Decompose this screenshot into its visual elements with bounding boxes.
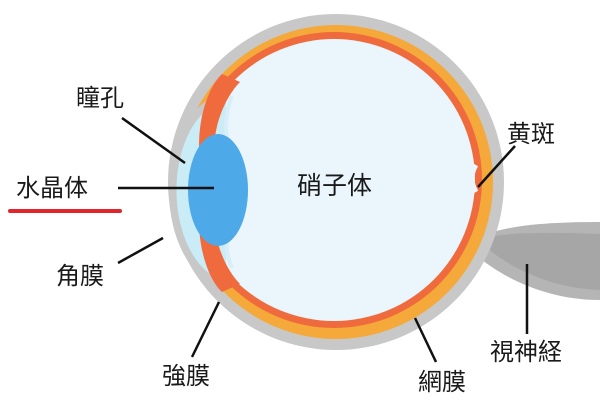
optic-nerve-highlight bbox=[478, 232, 600, 290]
cornea-label: 角膜 bbox=[56, 262, 104, 290]
pupil-leader-line bbox=[121, 116, 186, 165]
sclera-label: 強膜 bbox=[162, 362, 210, 390]
lens-shape bbox=[188, 134, 248, 246]
lens-label: 水晶体 bbox=[16, 174, 88, 202]
macula-notch bbox=[469, 163, 479, 194]
vitreous-shape bbox=[193, 39, 475, 321]
cornea-leader-line bbox=[117, 236, 164, 265]
optic-nerve-label: 視神経 bbox=[490, 338, 562, 366]
pupil-label: 瞳孔 bbox=[76, 84, 124, 112]
retina-leader-line bbox=[413, 317, 438, 363]
retina-label: 網膜 bbox=[418, 368, 466, 396]
macula-leader-line bbox=[477, 145, 516, 188]
sclera-leader-line bbox=[190, 301, 221, 358]
vitreous-label: 硝子体 bbox=[297, 171, 373, 200]
macula-label: 黄斑 bbox=[507, 120, 555, 148]
